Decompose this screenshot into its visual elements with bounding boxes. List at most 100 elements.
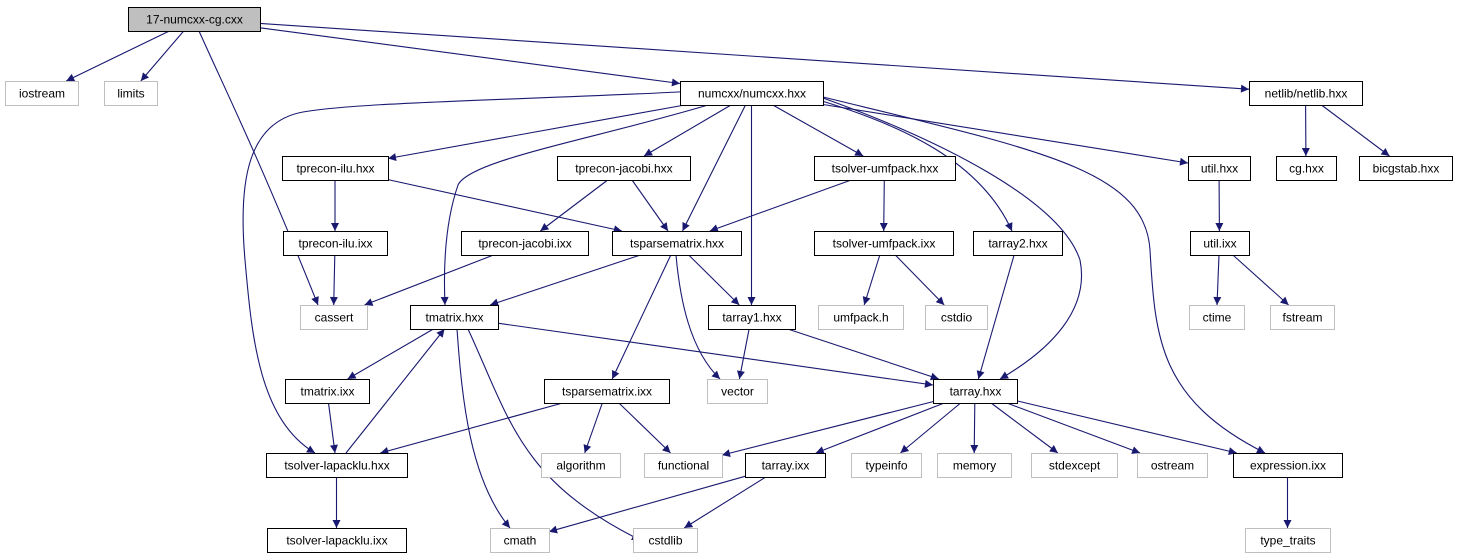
node-numcxx[interactable]: numcxx/numcxx.hxx xyxy=(680,81,824,106)
node-label: tprecon-ilu.ixx xyxy=(298,237,372,251)
node-algorithm[interactable]: algorithm xyxy=(541,453,621,478)
node-label: vector xyxy=(721,385,754,399)
edge-tpreconjac_i-cassert xyxy=(364,254,494,306)
edge-numcxx-util_h xyxy=(822,103,1189,166)
edge-numcxx-tsparse_h xyxy=(682,104,746,232)
node-label: tarray.ixx xyxy=(762,459,810,473)
node-tpreconjac-h[interactable]: tprecon-jacobi.hxx xyxy=(557,156,691,181)
node-box xyxy=(410,305,499,330)
node-box xyxy=(266,453,408,478)
edge-numcxx-tmatrix_h xyxy=(440,104,709,306)
node-cstdlib[interactable]: cstdlib xyxy=(633,528,698,553)
node-functional[interactable]: functional xyxy=(644,453,723,478)
node-label: cstdlib xyxy=(648,534,682,548)
node-label: tsolver-umfpack.hxx xyxy=(832,162,939,176)
node-label: functional xyxy=(658,459,709,473)
node-box xyxy=(285,379,370,404)
node-iostream[interactable]: iostream xyxy=(5,81,79,106)
node-bicgstab[interactable]: bicgstab.hxx xyxy=(1359,156,1453,181)
node-tpreconilu-i[interactable]: tprecon-ilu.ixx xyxy=(283,231,388,256)
edge-root-netlib xyxy=(259,22,1250,93)
node-label: cassert xyxy=(315,311,354,325)
node-tmatrix-i[interactable]: tmatrix.ixx xyxy=(285,379,370,404)
node-cmath[interactable]: cmath xyxy=(490,528,550,553)
node-tsparse-i[interactable]: tsparsematrix.ixx xyxy=(544,379,670,404)
node-memory[interactable]: memory xyxy=(937,453,1012,478)
node-root[interactable]: 17-numcxx-cg.cxx xyxy=(128,7,261,32)
node-fstream[interactable]: fstream xyxy=(1270,305,1335,330)
edge-numcxx-tarray2 xyxy=(821,100,1013,232)
node-box xyxy=(128,7,261,32)
node-box xyxy=(1188,156,1251,181)
edge-tsolverumf_i-umfpack xyxy=(862,254,881,306)
edge-tsparse_i-functional xyxy=(618,402,671,454)
node-label: iostream xyxy=(19,87,65,101)
edge-tarray_h-functional xyxy=(721,401,934,458)
edge-root-numcxx xyxy=(259,27,681,87)
node-tarray-h[interactable]: tarray.hxx xyxy=(933,379,1018,404)
edge-tmatrix_h-cmath xyxy=(456,328,511,529)
node-util-h[interactable]: util.hxx xyxy=(1188,156,1251,181)
node-tarray1[interactable]: tarray1.hxx xyxy=(708,305,796,330)
node-label: tsolver-lapacklu.hxx xyxy=(284,459,389,473)
edge-tarray_h-stdexcept xyxy=(990,402,1059,454)
node-label: cg.hxx xyxy=(1289,162,1324,176)
node-label: tarray2.hxx xyxy=(988,237,1047,251)
node-tmatrix-h[interactable]: tmatrix.hxx xyxy=(410,305,499,330)
edge-tsparse_i-tsolverlap_h xyxy=(380,402,563,455)
node-tpreconjac-i[interactable]: tprecon-jacobi.ixx xyxy=(461,231,589,256)
edge-numcxx-tpreconjac_h xyxy=(643,104,732,157)
node-tsolverumf-i[interactable]: tsolver-umfpack.ixx xyxy=(814,231,954,256)
node-tsparse-h[interactable]: tsparsematrix.hxx xyxy=(612,231,742,256)
node-cg[interactable]: cg.hxx xyxy=(1276,156,1337,181)
node-box xyxy=(461,231,589,256)
node-util-i[interactable]: util.ixx xyxy=(1190,231,1250,256)
node-tsolverumf-h[interactable]: tsolver-umfpack.hxx xyxy=(814,156,956,181)
edge-util_i-fstream xyxy=(1232,254,1289,306)
node-type-traits[interactable]: type_traits xyxy=(1245,528,1331,553)
node-tpreconilu-h[interactable]: tprecon-ilu.hxx xyxy=(282,156,389,181)
node-cstdio[interactable]: cstdio xyxy=(925,305,988,330)
node-label: typeinfo xyxy=(865,459,907,473)
node-box xyxy=(925,305,988,330)
node-tsolverlap-h[interactable]: tsolver-lapacklu.hxx xyxy=(266,453,408,478)
edge-tarray_h-memory xyxy=(970,402,979,454)
node-label: stdexcept xyxy=(1049,459,1101,473)
node-box xyxy=(708,305,796,330)
node-label: netlib/netlib.hxx xyxy=(1265,87,1348,101)
node-label: tsparsematrix.hxx xyxy=(630,237,724,251)
node-label: limits xyxy=(117,87,144,101)
edge-numcxx-tsolverumf_h xyxy=(772,104,864,157)
node-limits[interactable]: limits xyxy=(104,81,158,106)
node-tarray-i[interactable]: tarray.ixx xyxy=(745,453,826,478)
node-cassert[interactable]: cassert xyxy=(300,305,368,330)
node-ostream[interactable]: ostream xyxy=(1137,453,1208,478)
edge-tsparse_h-tarray1 xyxy=(688,254,740,306)
node-box xyxy=(1359,156,1453,181)
file-nodes: 17-numcxx-cg.cxx iostream limits numcxx/num… xyxy=(5,7,1453,553)
node-box xyxy=(745,453,826,478)
node-stdexcept[interactable]: stdexcept xyxy=(1031,453,1118,478)
node-label: tmatrix.hxx xyxy=(425,311,483,325)
node-ctime[interactable]: ctime xyxy=(1189,305,1245,330)
edge-tarray1-tarray_h xyxy=(787,328,939,381)
node-tarray2[interactable]: tarray2.hxx xyxy=(973,231,1063,256)
edge-tsparse_i-algorithm xyxy=(583,402,603,454)
node-expression[interactable]: expression.ixx xyxy=(1233,453,1343,478)
node-box xyxy=(267,528,407,553)
node-box xyxy=(490,528,550,553)
edge-numcxx-tarray_h xyxy=(822,97,1082,380)
node-tsolverlap-i[interactable]: tsolver-lapacklu.ixx xyxy=(267,528,407,553)
edge-netlib-bicgstab xyxy=(1321,104,1390,157)
edge-util_i-ctime xyxy=(1213,254,1222,306)
node-typeinfo[interactable]: typeinfo xyxy=(851,453,922,478)
edge-tarray_i-cstdlib xyxy=(683,476,767,529)
node-umfpack[interactable]: umfpack.h xyxy=(818,305,904,330)
node-vector[interactable]: vector xyxy=(707,379,768,404)
node-box xyxy=(1189,305,1245,330)
node-netlib[interactable]: netlib/netlib.hxx xyxy=(1249,81,1363,106)
node-box xyxy=(680,81,824,106)
edge-numcxx-tsolverlap_h xyxy=(242,90,701,454)
node-box xyxy=(644,453,723,478)
node-label: algorithm xyxy=(556,459,605,473)
